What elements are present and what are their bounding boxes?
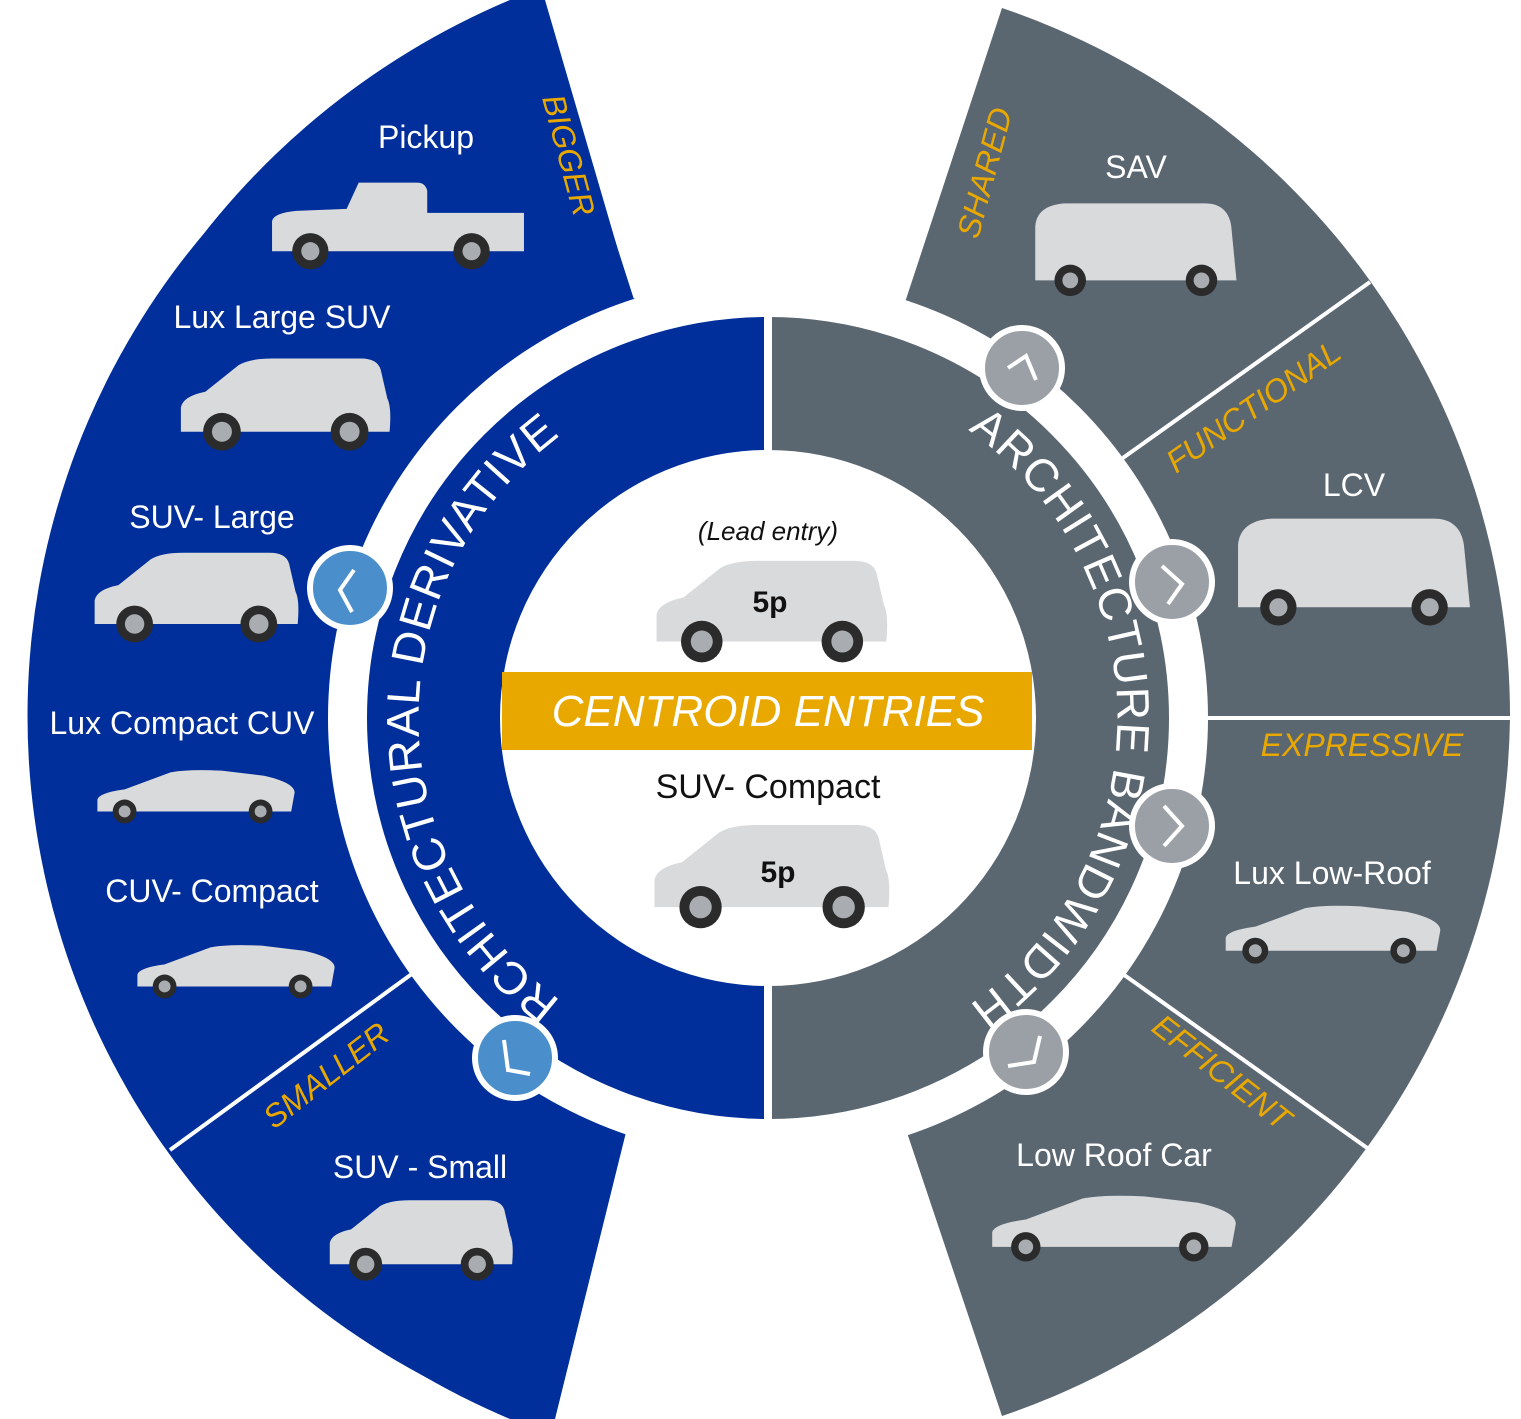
white-ring [345, 295, 1191, 1141]
item-cuv-compact: CUV- Compact [105, 873, 319, 909]
chevron-right-icon [1160, 564, 1185, 606]
suv-compact-tag: 5p [760, 856, 795, 889]
centroid-banner-text: CENTROID ENTRIES [552, 687, 985, 736]
right-knob-4[interactable] [983, 1009, 1069, 1095]
group-expressive: EXPRESSIVE [1261, 727, 1464, 763]
item-sav: SAV [1105, 149, 1167, 185]
lead-entry-label: (Lead entry) [698, 516, 838, 546]
left-divider-ray [168, 966, 422, 1152]
right-knob-1[interactable] [979, 325, 1065, 411]
centroid-banner [502, 672, 1032, 750]
item-pickup: Pickup [378, 119, 474, 155]
lead-car-tag: 5p [752, 586, 787, 619]
item-suv-small: SUV - Small [333, 1149, 507, 1185]
suv-compact-label: SUV- Compact [656, 768, 881, 806]
chevron-down-left-icon [502, 1039, 531, 1076]
right-divider-ray-3 [1118, 970, 1372, 1152]
chevron-down-right-icon [1007, 1035, 1042, 1068]
right-divider-ray-1 [1118, 280, 1372, 462]
right-knob-2[interactable] [1129, 539, 1215, 625]
item-lux-large-suv: Lux Large SUV [173, 299, 391, 335]
item-lcv: LCV [1323, 467, 1386, 503]
chevron-right-icon [1162, 804, 1185, 848]
right-knob-3[interactable] [1129, 783, 1215, 869]
chevron-left-icon [337, 568, 356, 613]
item-low-roof-car: Low Roof Car [1016, 1137, 1212, 1173]
item-lux-low-roof: Lux Low-Roof [1233, 855, 1431, 891]
left-knob-top[interactable] [307, 545, 393, 631]
left-knob-bottom[interactable] [472, 1015, 558, 1101]
item-lux-compact-cuv: Lux Compact CUV [50, 705, 316, 741]
chevron-up-right-icon [1006, 352, 1038, 381]
item-suv-large: SUV- Large [129, 499, 294, 535]
